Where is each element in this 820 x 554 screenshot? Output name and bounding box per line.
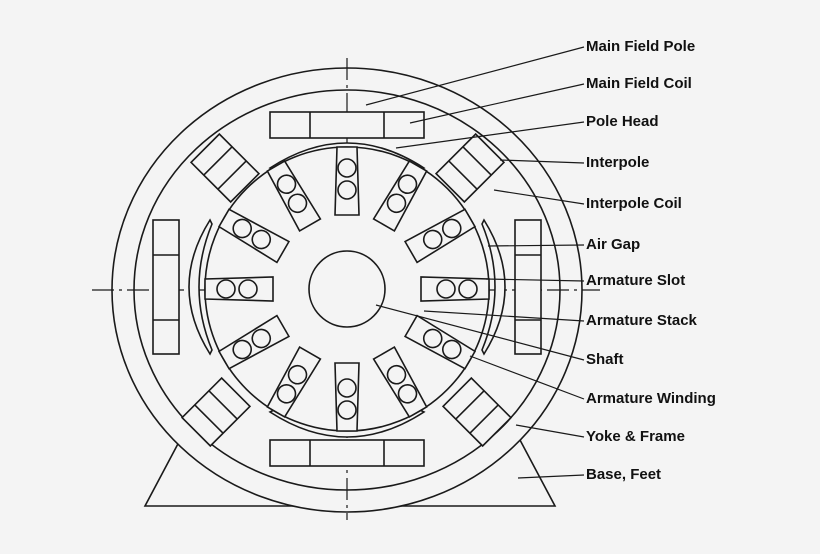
- armature-slot: [204, 276, 274, 302]
- interpole-top-right: [434, 132, 506, 204]
- armature-winding-conductor: [251, 328, 272, 349]
- armature-winding-conductor: [436, 279, 456, 299]
- leader-lines: [365, 46, 585, 479]
- armature-winding-conductor: [337, 400, 357, 420]
- label-armature-stack: Armature Stack: [586, 312, 697, 329]
- label-pole-head: Pole Head: [586, 113, 659, 130]
- armature-winding-conductor: [422, 328, 443, 349]
- armature-slot: [403, 314, 477, 370]
- armature-slot: [372, 159, 428, 233]
- label-interpole: Interpole: [586, 154, 650, 171]
- armature-slot: [403, 208, 477, 264]
- armature-winding-conductor: [441, 339, 462, 360]
- armature-slots: [204, 146, 490, 432]
- armature-winding-conductor: [441, 218, 462, 239]
- armature-winding-conductor: [251, 229, 272, 250]
- armature-winding-conductor: [337, 378, 357, 398]
- armature-winding-conductor: [232, 339, 253, 360]
- armature-slot: [372, 345, 428, 419]
- armature-winding-conductor: [287, 193, 308, 214]
- label-yoke-frame: Yoke & Frame: [586, 428, 685, 445]
- label-armature-slot: Armature Slot: [586, 272, 686, 289]
- armature-winding-conductor: [216, 279, 236, 299]
- label-interpole-coil: Interpole Coil: [586, 195, 682, 212]
- label-shaft: Shaft: [586, 351, 624, 368]
- interpole-bottom-left: [180, 376, 252, 448]
- armature-winding-conductor: [386, 364, 407, 385]
- main-field-pole-top: [268, 111, 426, 171]
- armature-winding-conductor: [386, 193, 407, 214]
- armature-winding-conductor: [276, 174, 297, 195]
- label-main-field-coil: Main Field Coil: [586, 75, 692, 92]
- armature-winding-conductor: [397, 383, 418, 404]
- armature-slot: [266, 345, 322, 419]
- armature-slot: [266, 159, 322, 233]
- armature-winding-conductor: [287, 364, 308, 385]
- interpole-top-left: [189, 132, 261, 204]
- armature-winding-conductor: [238, 279, 258, 299]
- armature-slot: [217, 208, 291, 264]
- armature-winding-conductor: [458, 279, 478, 299]
- armature-winding-conductor: [337, 158, 357, 178]
- armature-winding-conductor: [422, 229, 443, 250]
- armature-slot: [420, 276, 490, 302]
- armature-winding-conductor: [337, 180, 357, 200]
- armature-winding-conductor: [397, 174, 418, 195]
- armature-slot: [334, 362, 360, 432]
- label-armature-winding: Armature Winding: [586, 390, 716, 407]
- interpole-bottom-right: [441, 376, 513, 448]
- armature-slot: [217, 314, 291, 370]
- main-field-pole-right: [481, 218, 542, 356]
- armature-winding-conductor: [232, 218, 253, 239]
- main-field-pole-left: [152, 218, 213, 356]
- label-air-gap: Air Gap: [586, 236, 641, 253]
- armature-slot: [334, 146, 360, 216]
- label-base-feet: Base, Feet: [586, 466, 662, 483]
- shaft: [308, 250, 386, 328]
- label-main-field-pole: Main Field Pole: [586, 38, 696, 55]
- armature-winding-conductor: [276, 383, 297, 404]
